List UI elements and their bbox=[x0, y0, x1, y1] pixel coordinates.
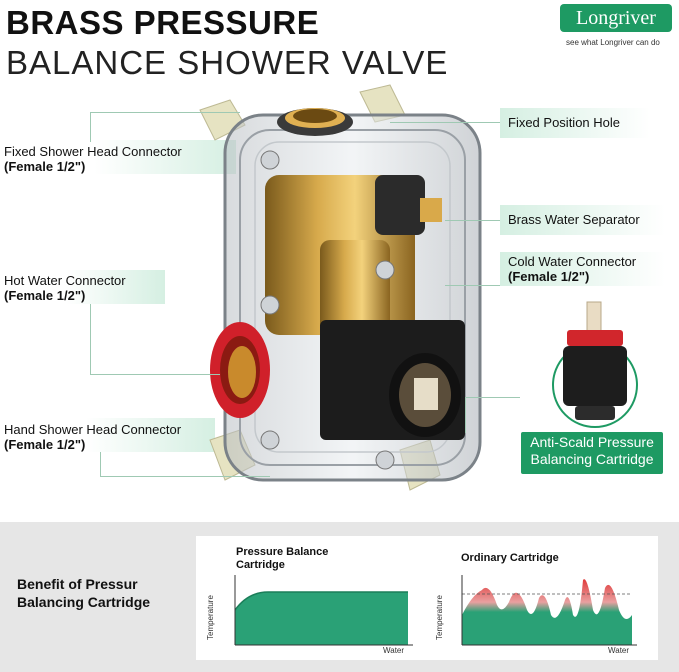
leader-hot-water bbox=[90, 304, 91, 374]
fixed-head-band bbox=[0, 140, 236, 174]
separator-band bbox=[500, 205, 665, 235]
chart1-title: Pressure Balance Cartridge bbox=[236, 546, 328, 572]
leader-hot-water-h bbox=[90, 374, 220, 375]
benefit-line2: Balancing Cartridge bbox=[17, 594, 151, 610]
hot-water-spec: (Female 1/2") bbox=[4, 288, 86, 303]
chart1-plot bbox=[234, 575, 413, 646]
leader-cartridge bbox=[465, 397, 466, 433]
leader-cartridge-h bbox=[465, 397, 520, 398]
fixed-head-label: Fixed Shower Head Connector (Female 1/2"… bbox=[4, 144, 182, 174]
valve-illustration bbox=[199, 84, 482, 491]
hot-water-band bbox=[0, 270, 165, 304]
chart2-plot bbox=[461, 575, 637, 646]
separator-label: Brass Water Separator bbox=[508, 212, 640, 227]
chart2-area bbox=[462, 579, 632, 645]
leader-fixed-head-v bbox=[90, 112, 91, 142]
leader-fixed-hole bbox=[390, 122, 500, 123]
chart1-title-line2: Cartridge bbox=[236, 559, 285, 571]
hand-head-band bbox=[0, 418, 215, 452]
hand-head-name: Hand Shower Head Connector bbox=[4, 422, 182, 437]
cartridge-line2: Balancing Cartridge bbox=[530, 451, 654, 467]
cold-water-band bbox=[500, 252, 665, 286]
brand-slogan: see what Longriver can do bbox=[566, 38, 660, 47]
chart1-xlabel: Water bbox=[383, 646, 405, 655]
hand-head-spec: (Female 1/2") bbox=[4, 437, 86, 452]
benefit-heading: Benefit of Pressur Balancing Cartridge bbox=[17, 575, 150, 611]
leader-hand-head-h bbox=[100, 476, 270, 477]
cold-water-spec: (Female 1/2") bbox=[508, 269, 590, 284]
cold-water-label: Cold Water Connector (Female 1/2") bbox=[508, 254, 636, 284]
chart1-ylabel: Temperature bbox=[206, 595, 215, 640]
chart1-area bbox=[235, 592, 408, 645]
page-title: BRASS PRESSURE bbox=[6, 4, 320, 41]
leader-hand-head bbox=[100, 452, 101, 476]
benefit-line1: Benefit of Pressur bbox=[17, 576, 138, 592]
chart1-title-line1: Pressure Balance bbox=[236, 546, 329, 558]
hand-head-label: Hand Shower Head Connector (Female 1/2") bbox=[4, 422, 181, 452]
chart2-ylabel: Temperature bbox=[435, 595, 444, 640]
chart2-title: Ordinary Cartridge bbox=[461, 552, 559, 564]
fixed-head-spec: (Female 1/2") bbox=[4, 159, 86, 174]
fixed-hole-label: Fixed Position Hole bbox=[508, 115, 620, 130]
hot-water-label: Hot Water Connector (Female 1/2") bbox=[4, 273, 126, 303]
fixed-head-name: Fixed Shower Head Connector bbox=[4, 144, 182, 159]
leader-fixed-head bbox=[90, 112, 240, 113]
brand-logo: Longriver bbox=[560, 4, 672, 32]
chart2-xlabel: Water bbox=[608, 646, 630, 655]
fixed-hole-band bbox=[500, 108, 650, 138]
hot-water-name: Hot Water Connector bbox=[4, 273, 126, 288]
cartridge-label-box: Anti-Scald Pressure Balancing Cartridge bbox=[521, 432, 663, 474]
leader-separator bbox=[445, 220, 500, 221]
chart1-curve bbox=[234, 591, 408, 611]
page-subtitle: BALANCE SHOWER VALVE bbox=[6, 44, 449, 81]
leader-cold-water bbox=[445, 285, 500, 286]
cartridge-line1: Anti-Scald Pressure bbox=[530, 434, 654, 450]
cold-water-name: Cold Water Connector bbox=[508, 254, 637, 269]
cartridge-illustration bbox=[552, 301, 638, 428]
